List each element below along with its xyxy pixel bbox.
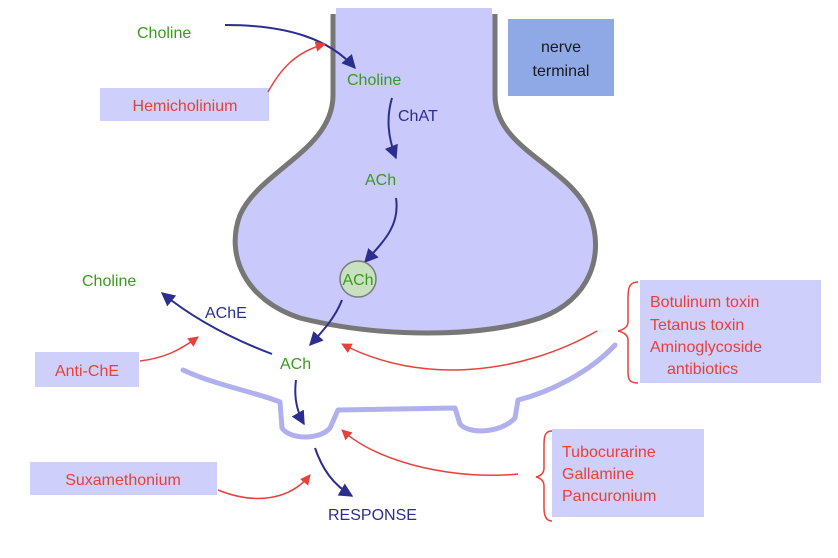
vesicle xyxy=(339,260,377,298)
nerve-terminal-label-line2: terminal xyxy=(533,63,590,80)
ach-vesicle-label: ACh xyxy=(342,272,373,289)
response-arrow xyxy=(314,447,354,497)
ach-cytoplasm-label: ACh xyxy=(365,172,396,189)
tubocurarine-label: Tubocurarine xyxy=(562,444,656,461)
choline-extracellular-label: Choline xyxy=(137,25,191,42)
terminal-top-opening xyxy=(336,8,492,20)
hemicholinium-arrow xyxy=(267,41,327,93)
chat-arrow xyxy=(384,97,398,160)
nerve-terminal-label-line1: nerve xyxy=(541,39,581,56)
antibiotics-label: antibiotics xyxy=(667,361,738,378)
ach-cleft-label: ACh xyxy=(280,356,311,373)
ache-arrow xyxy=(160,292,273,355)
aminoglycoside-label: Aminoglycoside xyxy=(650,339,762,356)
receptor-blockers-box xyxy=(552,429,704,517)
release-inhibitors-arrow xyxy=(341,330,598,371)
postsynaptic-membrane xyxy=(180,342,618,440)
pancuronium-label: Pancuronium xyxy=(562,488,656,505)
anti-che-arrow xyxy=(139,336,199,362)
tetanus-toxin-label: Tetanus toxin xyxy=(650,317,744,334)
hemicholinium-box xyxy=(100,88,269,121)
anti-che-box xyxy=(35,352,139,387)
nerve-terminal-box xyxy=(508,19,614,96)
suxamethonium-box xyxy=(30,462,217,495)
choline-intracellular-label: Choline xyxy=(347,72,401,89)
ach-to-receptor-arrow xyxy=(291,379,305,426)
receptor-blockers-bracket xyxy=(535,430,553,522)
vesicle-storage-arrow xyxy=(364,197,398,264)
chat-label: ChAT xyxy=(398,108,438,125)
receptor-blockers-arrow xyxy=(341,429,519,477)
botulinum-toxin-label: Botulinum toxin xyxy=(650,294,759,311)
nerve-terminal-shape xyxy=(232,14,599,336)
suxamethonium-label: Suxamethonium xyxy=(65,472,181,489)
response-label: RESPONSE xyxy=(328,507,417,524)
choline-uptake-arrow xyxy=(224,24,356,70)
release-inhibitors-box xyxy=(640,280,821,383)
suxamethonium-arrow xyxy=(217,474,311,500)
anti-che-label: Anti-ChE xyxy=(55,363,119,380)
release-arrow xyxy=(309,299,343,347)
hemicholinium-label: Hemicholinium xyxy=(133,98,238,115)
choline-hydrolysed-label: Choline xyxy=(82,273,136,290)
ache-label: AChE xyxy=(205,305,247,322)
release-inhibitors-bracket xyxy=(617,281,639,384)
gallamine-label: Gallamine xyxy=(562,466,634,483)
